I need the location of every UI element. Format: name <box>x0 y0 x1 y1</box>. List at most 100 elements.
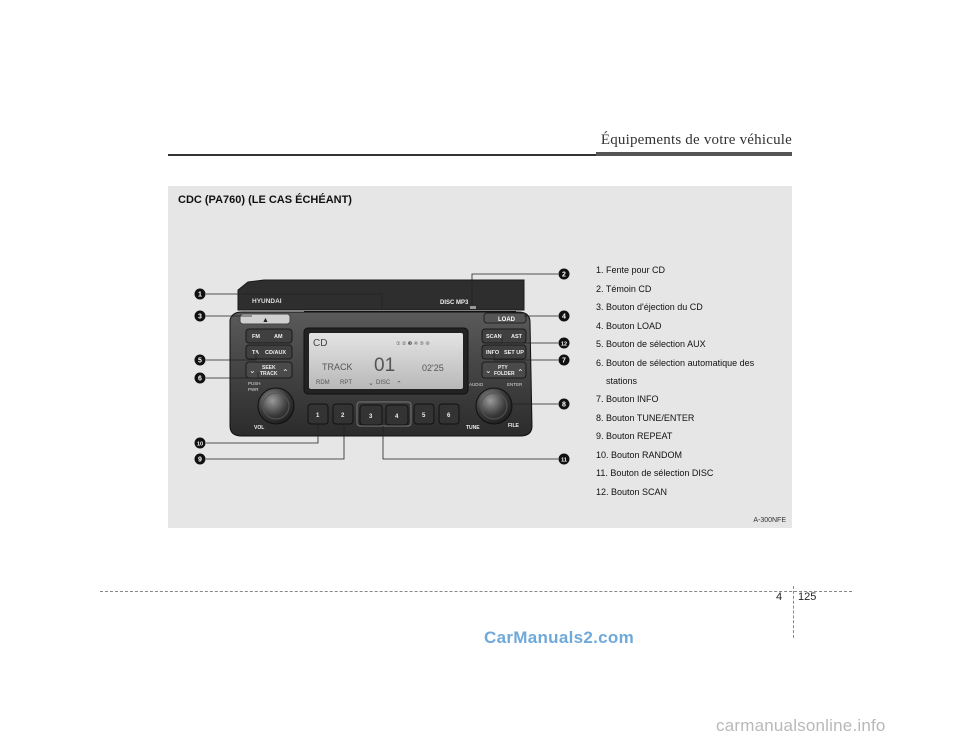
svg-text:4: 4 <box>562 314 566 321</box>
callout-2: 2 <box>558 268 570 280</box>
legend-item-8: 8. Bouton TUNE/ENTER <box>596 412 695 423</box>
display-rdm: RDM <box>316 380 330 386</box>
leader-line-7 <box>493 352 558 361</box>
callout-5: 5 <box>194 354 206 366</box>
cd-aux-label: CD/AUX <box>265 350 286 356</box>
radio-top-unit <box>237 279 525 311</box>
preset-button-6[interactable] <box>438 403 460 425</box>
pty-down-icon: ⌄ <box>485 366 492 375</box>
preset-button-5[interactable] <box>413 403 435 425</box>
legend-item-6: 6. Bouton de sélection automatique des st… <box>596 357 754 393</box>
seek-track-button[interactable] <box>245 361 293 379</box>
preset-label-1: 1 <box>316 413 320 419</box>
brand-logo: HYUNDAI <box>252 298 282 305</box>
pwr-label: PWR <box>248 387 259 392</box>
info-label: INFO <box>486 350 500 356</box>
fm-label: FM <box>252 334 260 340</box>
callout-12: 12 <box>558 337 570 349</box>
legend-item-2: 2. Témoin CD <box>596 283 652 294</box>
file-label: FILE <box>508 423 519 429</box>
pty-up-icon: ⌃ <box>517 368 524 377</box>
seek-up-icon: ⌃ <box>282 368 289 377</box>
disc-up-icon: ⌃ <box>396 380 402 388</box>
ta-cdaux-button[interactable] <box>245 344 293 360</box>
watermark-carmanuals2[interactable]: CarManuals2.com <box>484 628 634 647</box>
legend-item-12: 12. Bouton SCAN <box>596 486 668 497</box>
svg-text:2: 2 <box>562 272 566 279</box>
preset-label-6: 6 <box>447 413 451 419</box>
display-track-label: TRACK <box>322 362 353 372</box>
cd-indicator <box>470 306 476 309</box>
callout-6: 6 <box>194 372 206 384</box>
push-label: PUSH <box>248 381 261 386</box>
page-number: 125 <box>798 591 817 603</box>
svg-text:10: 10 <box>197 442 203 448</box>
preset-label-4: 4 <box>395 414 399 420</box>
header-rule <box>168 154 792 156</box>
ast-label: AST <box>511 334 523 340</box>
load-button[interactable] <box>483 312 527 324</box>
header-rule-accent <box>596 152 792 156</box>
preset-button-3[interactable] <box>359 404 383 426</box>
legend-item-6-line-1: 6. Bouton de sélection automatique des <box>596 357 755 368</box>
preset-button-2[interactable] <box>332 403 354 425</box>
preset-label-5: 5 <box>422 413 426 419</box>
callout-9: 9 <box>194 453 206 465</box>
am-label: AM <box>274 334 283 340</box>
figure-panel: CDC (PA760) (LE CAS ÉCHÉANT) HYUNDAI DIS… <box>168 186 792 528</box>
eject-button[interactable] <box>239 313 291 325</box>
preset-button-4[interactable] <box>385 404 409 426</box>
legend-item-9: 9. Bouton REPEAT <box>596 431 673 442</box>
callout-4: 4 <box>558 310 570 322</box>
disc-slot-indicators: ① ② ❸ ④ ⑤ ⑥ <box>396 341 430 347</box>
pty-label: PTY <box>498 365 508 371</box>
leader-line-12 <box>501 336 558 344</box>
display-time: 02'25 <box>422 363 444 373</box>
ta-label: TA <box>252 350 259 356</box>
display-rpt: RPT <box>340 380 352 386</box>
vol-label: VOL <box>254 425 264 431</box>
lcd-display <box>309 333 463 389</box>
page-header-title: Équipements de votre véhicule <box>600 132 792 148</box>
svg-text:9: 9 <box>198 457 202 464</box>
pty-folder-button[interactable] <box>481 361 527 379</box>
leader-line-2 <box>471 273 558 306</box>
display-disc: DISC <box>376 380 391 386</box>
info-setup-button[interactable] <box>481 344 527 360</box>
legend-item-6-line-2: stations <box>606 375 638 386</box>
callout-8: 8 <box>558 398 570 410</box>
svg-text:11: 11 <box>561 458 567 464</box>
audio-label: AUDIO <box>469 382 484 387</box>
leader-lines <box>206 273 558 460</box>
display-source: CD <box>313 338 327 349</box>
callout-7: 7 <box>558 354 570 366</box>
svg-text:3: 3 <box>198 314 202 321</box>
legend-list: 1. Fente pour CD 2. Témoin CD 3. Bouton … <box>596 264 754 505</box>
eject-icon: ▲ <box>262 317 269 324</box>
tune-knob-ring <box>480 392 508 420</box>
leader-line-5 <box>206 352 257 361</box>
brand-plate <box>248 294 290 304</box>
format-logos: DISC MP3 <box>440 300 469 306</box>
disc-select-group <box>356 401 412 427</box>
watermark-carmanualsonline[interactable]: carmanualsonline.info <box>716 716 886 735</box>
legend-item-10: 10. Bouton RANDOM <box>596 449 683 460</box>
display-track-number: 01 <box>374 355 395 376</box>
tune-label: TUNE <box>466 425 480 431</box>
preset-label-3: 3 <box>369 414 373 420</box>
seek-label: SEEK <box>262 365 276 371</box>
fm-am-button[interactable] <box>245 328 293 344</box>
load-label: LOAD <box>498 317 516 323</box>
leader-line-9 <box>206 424 345 460</box>
footer-dashed-rule <box>100 591 852 592</box>
svg-text:7: 7 <box>562 358 566 365</box>
legend-item-4: 4. Bouton LOAD <box>596 320 662 331</box>
volume-knob-ring <box>262 392 290 420</box>
scan-label: SCAN <box>486 334 502 340</box>
legend-item-3: 3. Bouton d'éjection du CD <box>596 302 703 313</box>
figure-reference-code: A-300NFE <box>753 517 786 524</box>
callout-10: 10 <box>194 437 206 449</box>
leader-line-10 <box>206 424 319 444</box>
page-chapter: 4 <box>776 591 783 603</box>
radio-illustration: HYUNDAI DISC MP3 ▲ LOAD FM AM TA CD/AUX … <box>194 268 570 465</box>
